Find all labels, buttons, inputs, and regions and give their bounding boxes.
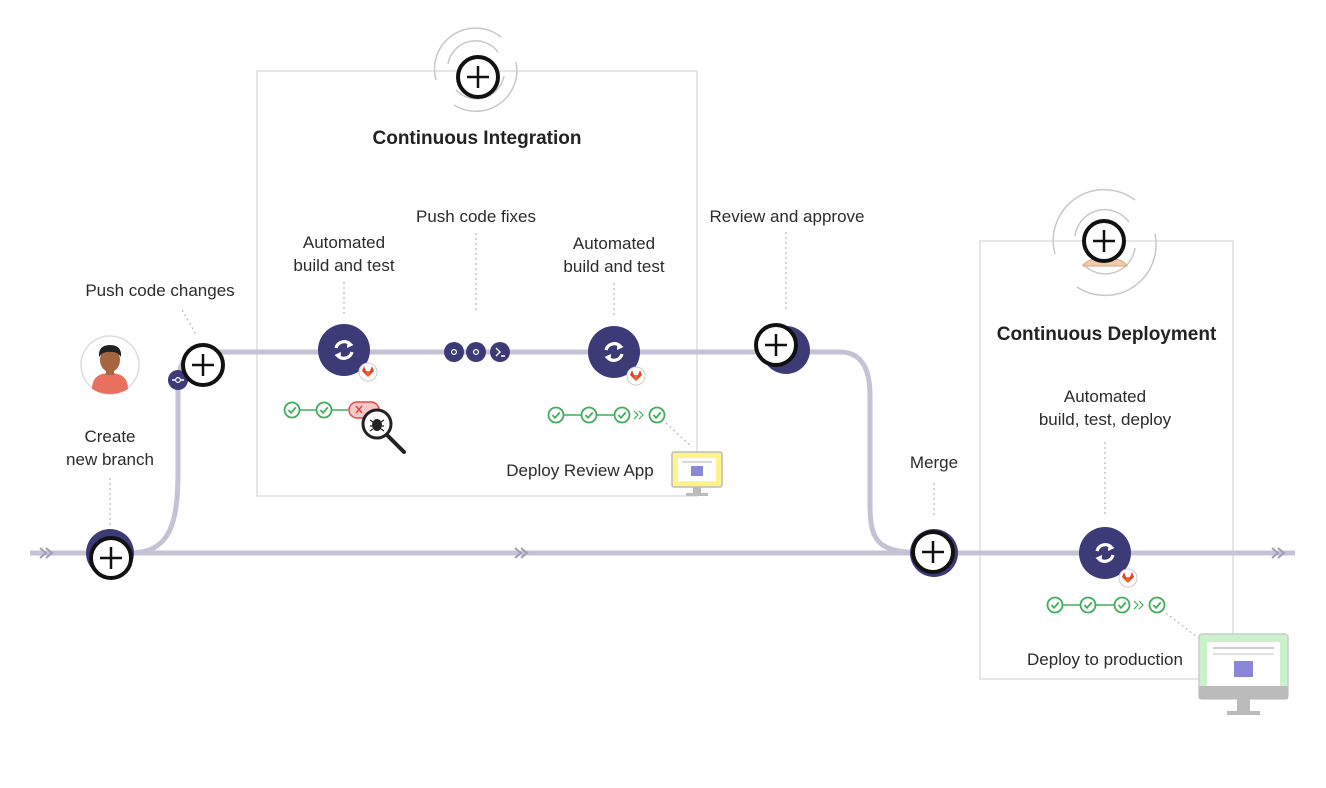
- hotspot-ci-plus[interactable]: [456, 55, 500, 99]
- gitlab-icon: [358, 362, 378, 382]
- chevron-icon: [1271, 547, 1286, 559]
- hotspot-review-plus[interactable]: [754, 323, 798, 367]
- label-review-and-approve: Review and approve: [709, 207, 865, 226]
- hotspot-push-plus[interactable]: [181, 343, 225, 387]
- review-app-monitor-icon: [671, 451, 723, 496]
- label-deploy-to-production: Deploy to production: [1027, 650, 1183, 669]
- label-deploy-review-app: Deploy Review App: [506, 461, 654, 480]
- chevron-icon: [39, 547, 54, 559]
- bug-magnifier-icon: [361, 408, 406, 454]
- developer-avatar: [80, 335, 140, 395]
- hotspot-branch-plus[interactable]: [89, 536, 133, 580]
- label-automated-build-1: Automated build and test: [293, 233, 395, 275]
- label-push-code-changes: Push code changes: [85, 281, 235, 300]
- cd-box: [979, 240, 1234, 680]
- build-test-node-2: [588, 326, 640, 378]
- label-automated-build-2: Automated build and test: [563, 234, 665, 276]
- production-monitor-icon: [1198, 633, 1289, 715]
- commit-node: [168, 370, 188, 390]
- gitlab-icon: [1118, 568, 1138, 588]
- label-automated-build-deploy: Automated build, test, deploy: [1038, 387, 1172, 429]
- label-create-branch: Create new branch: [66, 427, 154, 469]
- build-test-node-1: [318, 324, 370, 376]
- hotspot-merge-plus[interactable]: [911, 530, 955, 574]
- hotspot-cd-plus[interactable]: [1082, 219, 1126, 263]
- pipeline-passed: [547, 406, 666, 424]
- feature-track: [129, 349, 931, 556]
- gitlab-icon: [626, 366, 646, 386]
- chevron-icon: [514, 547, 529, 559]
- cd-title: Continuous Deployment: [996, 324, 1217, 345]
- label-merge: Merge: [909, 453, 959, 472]
- leader-lines: [109, 232, 1198, 638]
- ci-title: Continuous Integration: [372, 128, 582, 149]
- pipeline-production: [1046, 596, 1166, 614]
- commit-group: [444, 342, 510, 362]
- build-test-deploy-node: [1079, 527, 1131, 579]
- cd-cycle-icon: [1052, 188, 1157, 297]
- label-push-code-fixes: Push code fixes: [415, 207, 536, 226]
